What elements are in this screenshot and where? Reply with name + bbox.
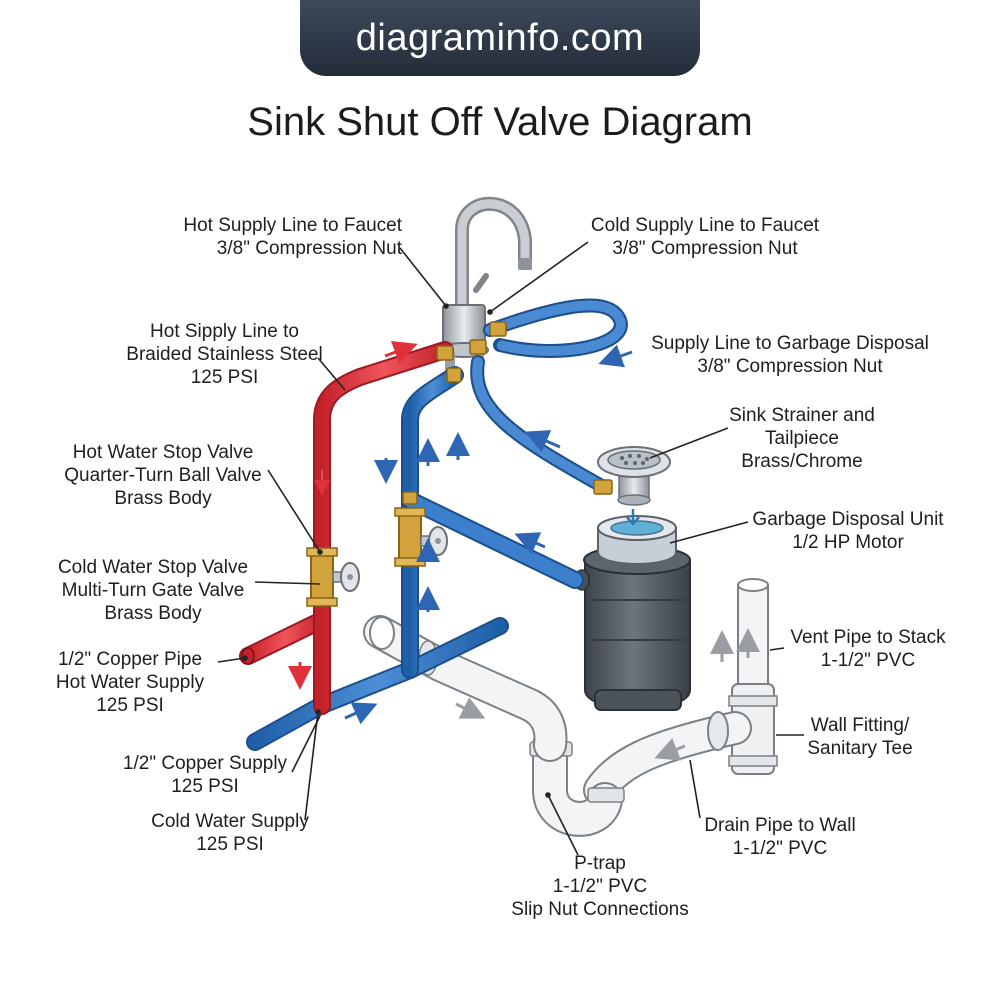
hot-copper-pipe — [241, 613, 329, 663]
hot-stop-valve — [310, 549, 334, 606]
label-wall-fitting: Wall Fitting/ Sanitary Tee — [807, 715, 913, 759]
drain-system — [363, 578, 778, 837]
vent-pipe — [737, 584, 769, 686]
label-copper-supply: 1/2" Copper Supply 125 PSI — [122, 753, 288, 797]
leader-drain-pipe — [689, 759, 701, 819]
cold-compression-nut — [469, 339, 487, 355]
label-cold-supply-faucet: Cold Supply Line to Faucet 3/8" Compress… — [590, 215, 820, 259]
leader-copper-hot — [217, 657, 246, 663]
leader-cold-supply-faucet — [489, 241, 589, 313]
leader-copper-supply — [291, 715, 321, 773]
label-hot-braided: Hot Sipply Line to Braided Stainless Ste… — [126, 321, 323, 388]
hot-compression-nut — [436, 345, 454, 361]
braided-cold-line — [472, 357, 605, 490]
cold-stop-valve — [398, 509, 422, 566]
leader-strainer — [649, 427, 729, 459]
leader-hot-supply-faucet — [399, 247, 447, 307]
site-banner-text: diagraminfo.com — [355, 16, 645, 59]
label-disposal-supply: Supply Line to Garbage Disposal 3/8" Com… — [651, 333, 929, 377]
label-vent-pipe: Vent Pipe to Stack 1-1/2" PVC — [790, 627, 946, 671]
leader-lines — [217, 241, 804, 856]
sink-strainer — [597, 446, 671, 506]
label-cold-stop-valve: Cold Water Stop Valve Multi-Turn Gate Va… — [57, 557, 249, 624]
label-strainer: Sink Strainer and Tailpiece Brass/Chrome — [729, 405, 875, 472]
label-drain-pipe: Drain Pipe to Wall 1-1/2" PVC — [704, 815, 856, 859]
leader-cold-stop-valve — [254, 581, 321, 585]
flow-arrows — [288, 340, 760, 761]
label-hot-stop-valve: Hot Water Stop Valve Quarter-Turn Ball V… — [64, 442, 262, 509]
label-cold-water-supply: Cold Water Supply 125 PSI — [151, 811, 309, 855]
label-disposal-unit: Garbage Disposal Unit 1/2 HP Motor — [752, 509, 944, 553]
cold-copper-supply — [248, 619, 507, 749]
hot-riser-pipe — [315, 343, 452, 713]
leader-disposal-unit — [669, 521, 749, 544]
garbage-disposal — [574, 509, 691, 711]
disposal-drain-pipe — [365, 617, 566, 760]
label-copper-hot: 1/2" Copper Pipe Hot Water Supply 125 PS… — [55, 649, 205, 716]
p-trap — [534, 729, 621, 835]
disposal-feed-pipe — [403, 493, 582, 587]
leader-hot-stop-valve — [267, 469, 321, 553]
cold-supply-loop — [485, 300, 626, 356]
diagram-title: Sink Shut Off Valve Diagram — [247, 100, 753, 144]
slip-nut — [587, 787, 625, 803]
vent-pipe-opening — [737, 578, 769, 592]
disposal-compression-nut — [593, 479, 613, 495]
site-banner: diagraminfo.com — [300, 0, 700, 76]
leader-hot-braided — [317, 357, 346, 391]
leader-ptrap — [547, 794, 579, 856]
leader-cold-water-supply — [304, 711, 319, 821]
label-hot-supply-faucet: Hot Supply Line to Faucet 3/8" Compressi… — [183, 215, 402, 259]
label-ptrap: P-trap 1-1/2" PVC Slip Nut Connections — [511, 853, 689, 920]
leader-vent-pipe — [769, 647, 785, 651]
